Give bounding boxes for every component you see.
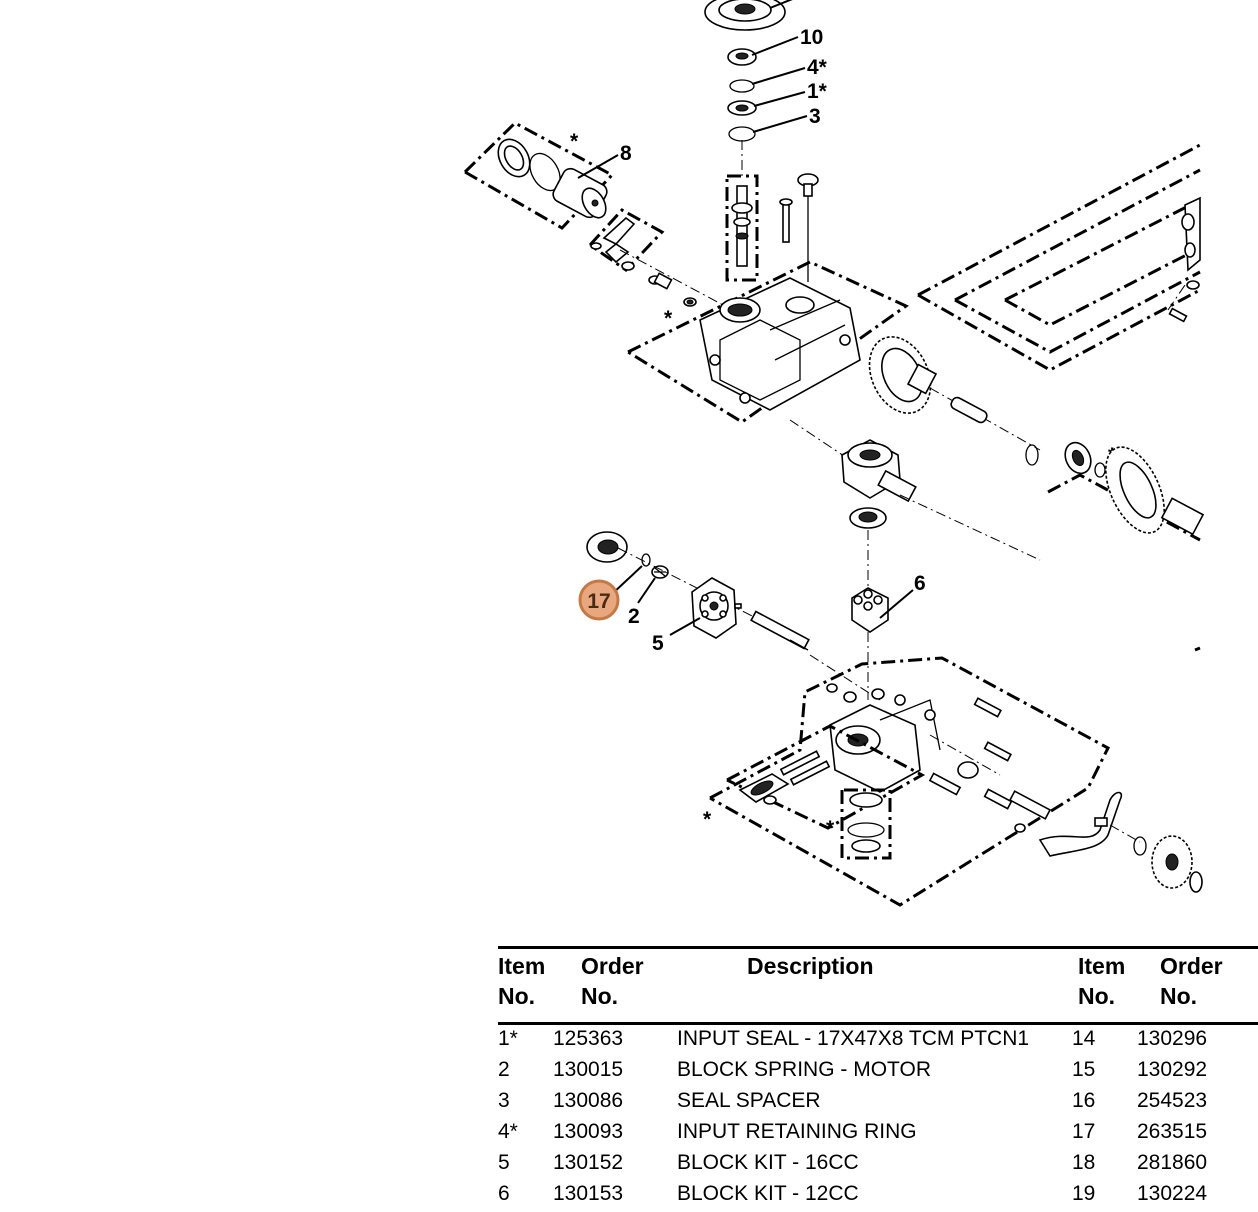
input-seal-part-1 — [727, 91, 806, 116]
charge-pump-kit: * — [826, 788, 892, 860]
bypass-rod — [1038, 791, 1147, 857]
nut-part-10 — [727, 36, 799, 66]
parts-table: Item No. Order No. Description Item No. … — [498, 946, 1258, 1205]
header-description: Description — [747, 953, 874, 979]
exploded-parts-diagram: 10 4* 1* 3 * — [463, 0, 1205, 907]
callout-3: 3 — [809, 105, 821, 128]
output-gear — [1105, 446, 1205, 536]
callout-1: 1* — [807, 80, 828, 103]
center-seal — [849, 507, 887, 590]
header-order-no: Order No. — [581, 953, 644, 1009]
cell-item-2: 16 — [1072, 1089, 1096, 1112]
cell-item-2: 14 — [1072, 1027, 1096, 1050]
cell-description: BLOCK SPRING - MOTOR — [677, 1058, 931, 1081]
table-header-rule — [498, 1022, 1258, 1025]
cell-order: 130086 — [553, 1089, 624, 1112]
cell-description: BLOCK KIT - 16CC — [677, 1151, 859, 1174]
cell-item: 1* — [498, 1027, 518, 1050]
cell-item-2: 19 — [1072, 1182, 1096, 1205]
cell-description: INPUT RETAINING RING — [677, 1120, 917, 1143]
header-item-no-2: Item No. — [1078, 953, 1126, 1009]
table-row: 1* 125363 INPUT SEAL - 17X47X8 TCM PTCN1… — [498, 1026, 1258, 1057]
table-top-rule — [498, 946, 1258, 949]
seal-part-17 — [586, 531, 651, 595]
callout-8: 8 — [620, 142, 632, 165]
callout-6: 6 — [914, 572, 926, 595]
header-order-no-2: Order No. — [1160, 953, 1223, 1009]
axle-housing-frames — [917, 143, 1201, 652]
cell-item: 6 — [498, 1182, 510, 1205]
cell-order-2: 130224 — [1137, 1182, 1208, 1205]
pulley-part — [704, 0, 793, 31]
center-section — [789, 419, 1041, 561]
retaining-ring-part-4 — [729, 67, 806, 93]
valve-kit — [726, 724, 926, 830]
table-row: 2 130015 BLOCK SPRING - MOTOR 15 130292 — [498, 1057, 1258, 1088]
cell-order: 130152 — [553, 1151, 624, 1174]
cell-order-2: 130296 — [1137, 1027, 1208, 1050]
table-row: 6 130153 BLOCK KIT - 12CC 19 130224 — [498, 1181, 1258, 1212]
cell-item: 3 — [498, 1089, 510, 1112]
cell-description: BLOCK KIT - 12CC — [677, 1182, 859, 1205]
lower-right-gear — [1151, 835, 1203, 893]
cell-order: 130153 — [553, 1182, 624, 1205]
cell-description: SEAL SPACER — [677, 1089, 821, 1112]
motor-shaft — [750, 610, 881, 701]
table-row: 5 130152 BLOCK KIT - 16CC 18 281860 — [498, 1150, 1258, 1181]
filter-kit-part-8: * — [463, 121, 619, 230]
header-item-no: Item No. — [498, 953, 546, 1009]
cell-order-2: 281860 — [1137, 1151, 1208, 1174]
bypass-lever-kit — [588, 208, 665, 272]
asterisk-housing: * — [664, 307, 673, 330]
cell-item-2: 17 — [1072, 1120, 1096, 1143]
idler-shaft — [929, 387, 1041, 466]
cell-item-2: 18 — [1072, 1151, 1096, 1174]
reduction-gear — [868, 336, 938, 414]
callout-2: 2 — [628, 605, 640, 628]
asterisk-8: * — [570, 130, 579, 153]
cell-order-2: 263515 — [1137, 1120, 1208, 1143]
cell-order-2: 130292 — [1137, 1058, 1208, 1081]
callout-17: 17 — [587, 590, 610, 613]
table-row: 4* 130093 INPUT RETAINING RING 17 263515 — [498, 1119, 1258, 1150]
cell-order: 130093 — [553, 1120, 624, 1143]
table-row: 3 130086 SEAL SPACER 16 254523 — [498, 1088, 1258, 1119]
callout-5: 5 — [652, 632, 664, 655]
cell-item: 2 — [498, 1058, 510, 1081]
cell-order: 130015 — [553, 1058, 624, 1081]
cell-item: 5 — [498, 1151, 510, 1174]
cell-item: 4* — [498, 1120, 518, 1143]
cell-description: INPUT SEAL - 17X47X8 TCM PTCN1 — [677, 1027, 1030, 1050]
vent-and-pin-parts — [779, 173, 819, 282]
callout-10: 10 — [800, 26, 823, 49]
seal-spacer-part-3 — [728, 115, 808, 142]
cell-item-2: 15 — [1072, 1058, 1096, 1081]
asterisk-pump: * — [826, 817, 835, 840]
highlight-marker-17[interactable]: 17 — [578, 579, 620, 621]
block-spring-part-2 — [637, 565, 669, 604]
block-kit-part-5 — [617, 547, 761, 639]
callout-4: 4* — [807, 56, 828, 79]
asterisk-lower: * — [703, 808, 712, 831]
upper-housing-kit: * — [627, 260, 909, 424]
block-kit-part-6 — [851, 587, 914, 700]
cell-order-2: 254523 — [1137, 1089, 1208, 1112]
input-shaft-kit — [725, 140, 759, 282]
cell-order: 125363 — [553, 1027, 624, 1050]
